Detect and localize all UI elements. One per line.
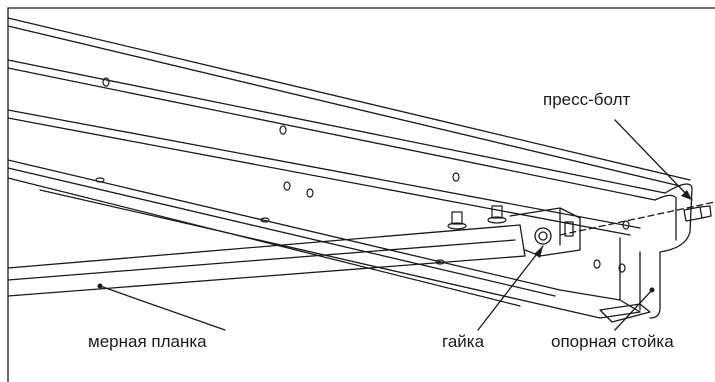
- support-post-dot: [649, 287, 655, 293]
- support-beam: [7, 17, 693, 253]
- press-bolt: [683, 205, 712, 222]
- measuring-bar-label: мерная планка: [88, 332, 207, 351]
- bolt-axis: [559, 201, 715, 236]
- beam-holes: [95, 77, 630, 273]
- nut-arrowhead: [534, 246, 543, 258]
- press-bolt-label: пресс-болт: [543, 90, 631, 109]
- leader-press-bolt: [614, 119, 693, 201]
- support-post-label: опорная стойка: [551, 332, 674, 351]
- top-bolts: [447, 205, 507, 230]
- press-bolt-arrowhead: [681, 190, 692, 200]
- nut-icon: [534, 227, 552, 245]
- support-post: [619, 237, 661, 319]
- nut-label: гайка: [442, 332, 485, 351]
- leader-measuring-bar: [99, 285, 226, 331]
- leader-nut: [477, 245, 544, 331]
- measuring-bar-dot: [97, 283, 103, 289]
- leader-support-post: [614, 289, 653, 331]
- measuring-bar: [7, 224, 526, 297]
